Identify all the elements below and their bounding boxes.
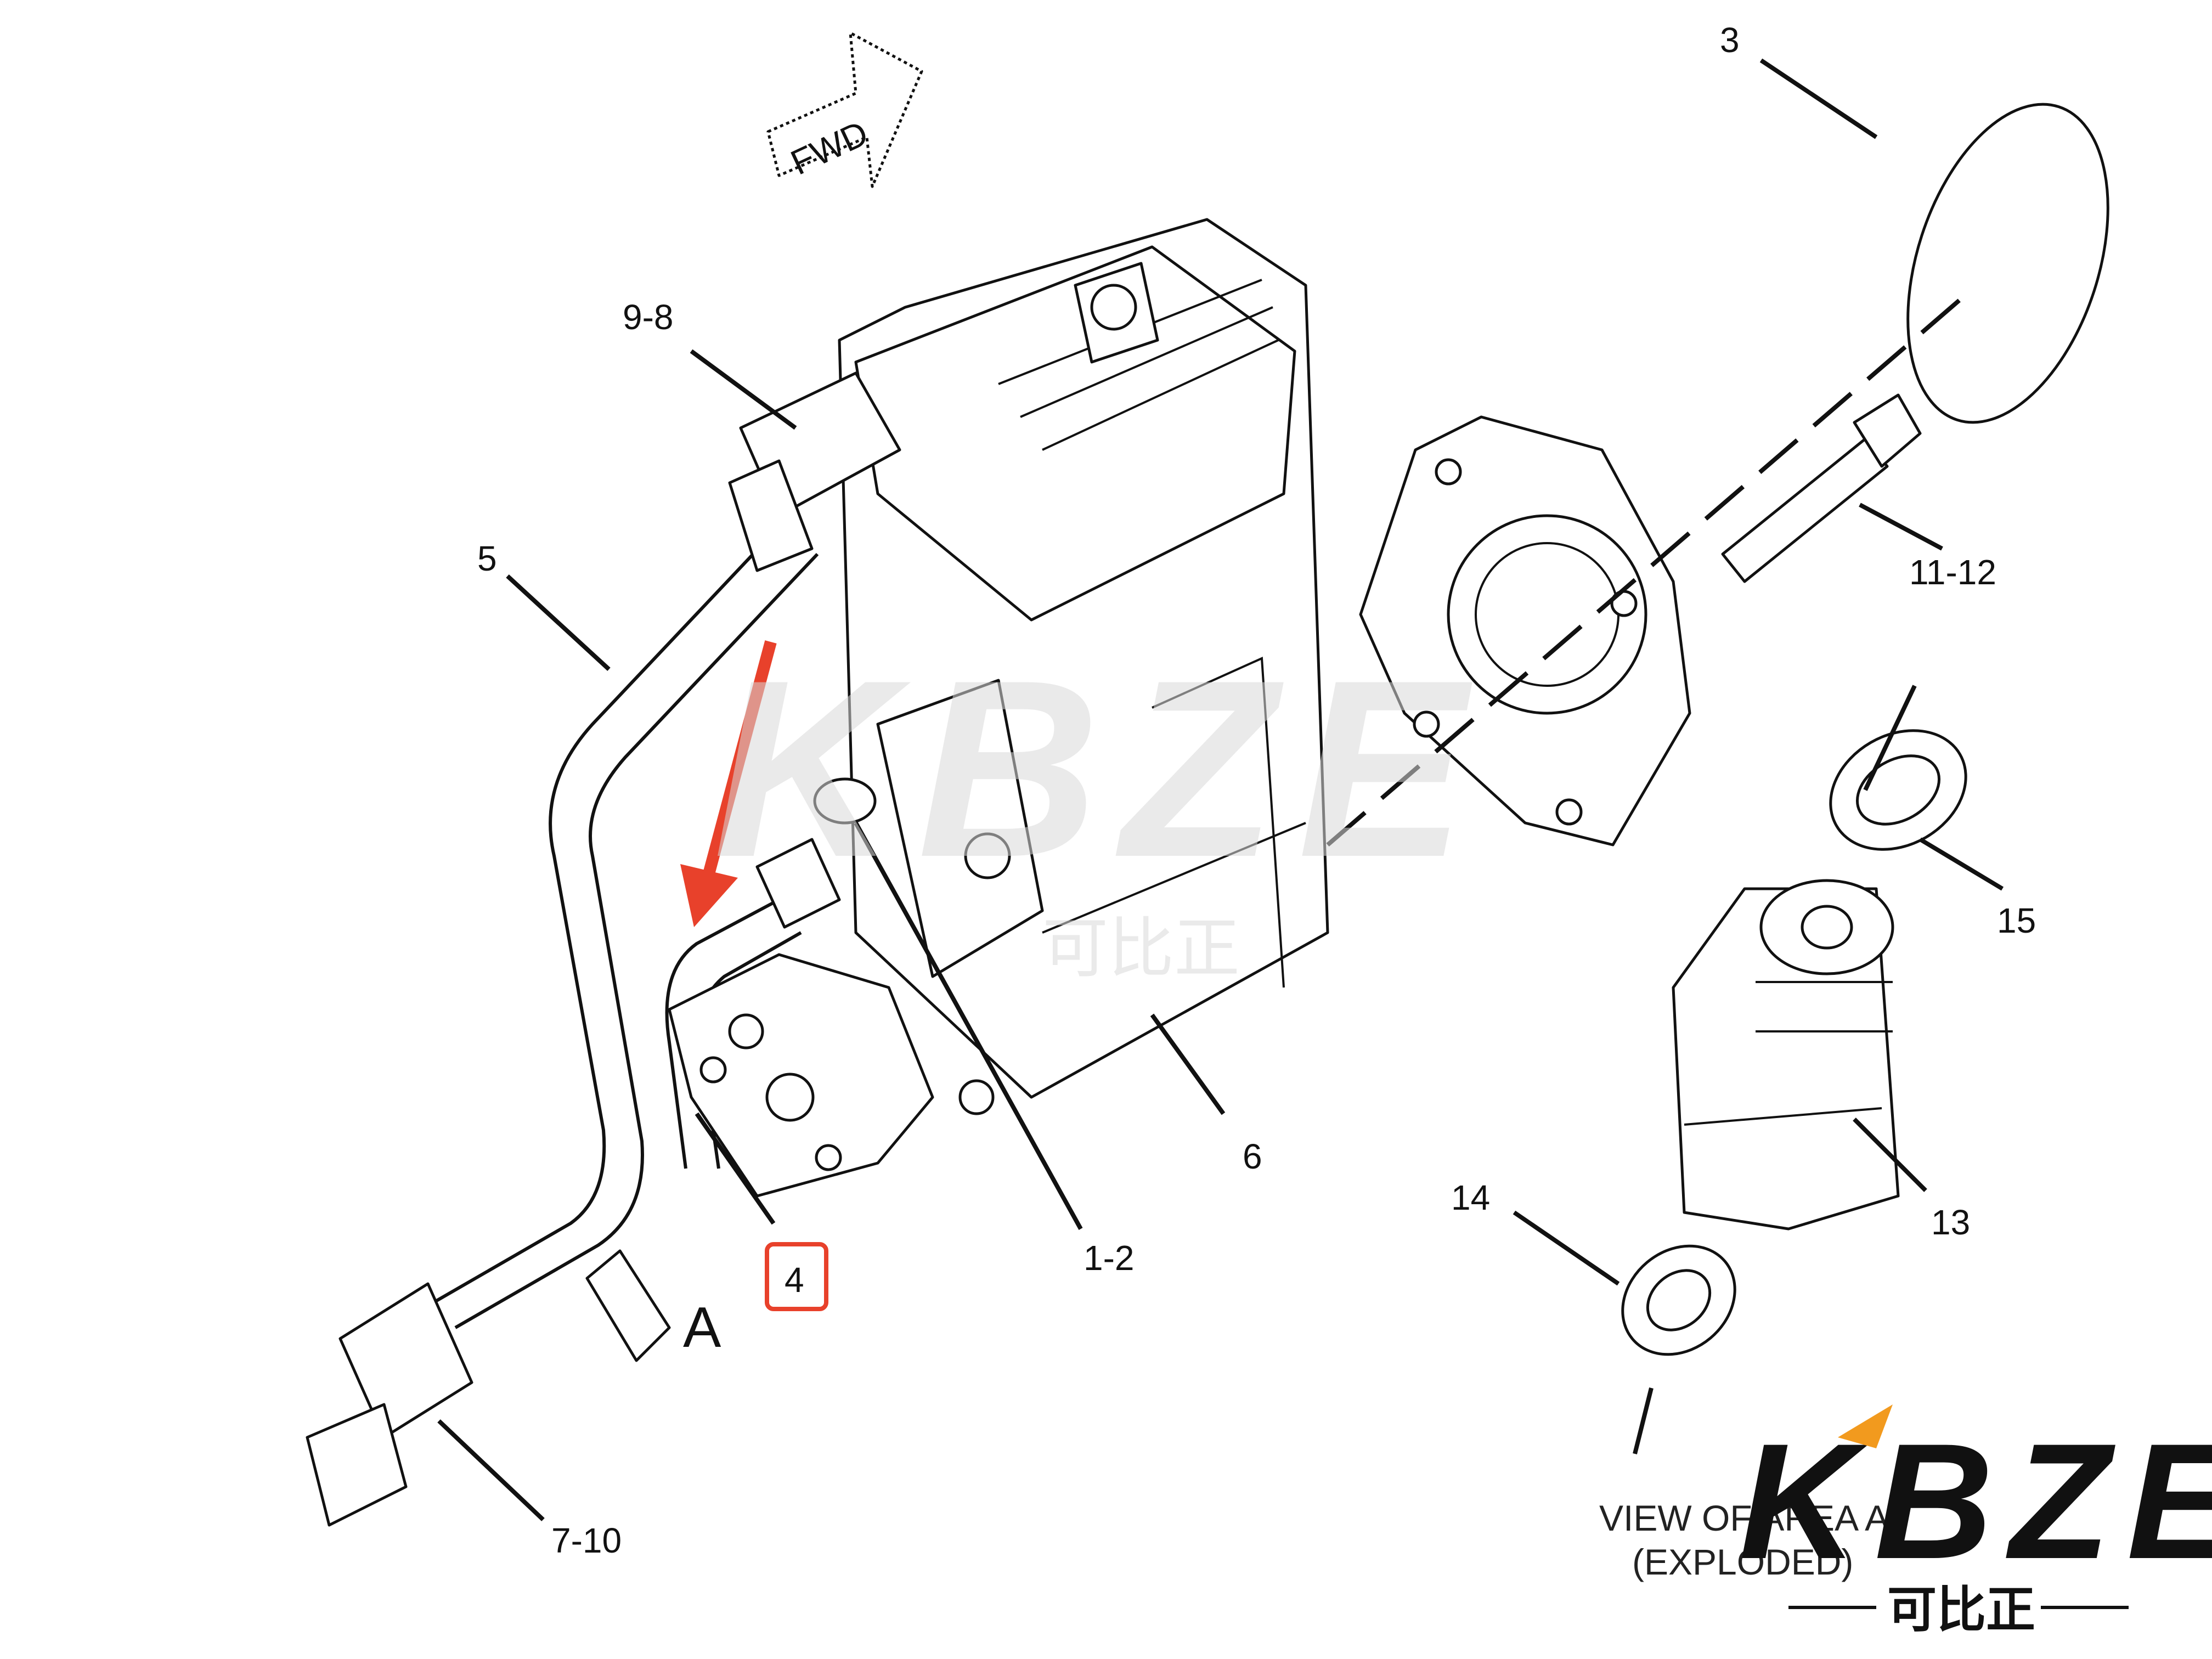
callout-15: 15 — [1997, 901, 2036, 940]
center-watermark: KBZE 可比正 — [713, 628, 1488, 987]
watermark-logo-text: KBZE — [713, 628, 1488, 910]
highlight-arrow — [680, 640, 777, 927]
fuel-tube — [427, 371, 901, 1329]
logo-orange-accent — [1838, 1404, 1893, 1448]
lower-washer — [1621, 1244, 1736, 1356]
brand-logo: KBZE 可比正 — [1739, 1404, 2212, 1639]
callout-11-12: 11-12 — [1909, 552, 1996, 592]
brand-chinese-text: 可比正 — [1887, 1581, 2035, 1639]
forward-direction-arrow: FWD — [766, 31, 923, 188]
fitting — [1672, 879, 1900, 1231]
flange-tube — [585, 838, 934, 1362]
brand-logo-text: KBZE — [1739, 1409, 2212, 1593]
callout-13: 13 — [1931, 1203, 1970, 1242]
callout-9-8: 9-8 — [623, 297, 674, 337]
view-caption-line1: VIEW OF AREA A — [1599, 1498, 1889, 1538]
mounting-flange — [1359, 415, 1691, 847]
callout-14: 14 — [1451, 1178, 1490, 1217]
callout-7-10: 7-10 — [551, 1521, 622, 1560]
o-ring — [1906, 103, 2109, 424]
callout-1-2: 1-2 — [1084, 1238, 1135, 1278]
callout-6: 6 — [1243, 1137, 1262, 1176]
elbow-fitting — [306, 1282, 473, 1527]
mounting-bolt — [1721, 393, 1922, 583]
leader-lines — [437, 58, 2004, 1521]
view-caption-line2: (EXPLODED) — [1632, 1542, 1853, 1582]
callout-5: 5 — [477, 539, 497, 578]
watermark-chinese-text: 可比正 — [1042, 911, 1240, 987]
plug — [813, 777, 877, 825]
callout-4-highlight — [765, 1242, 828, 1311]
area-a-label: A — [683, 1296, 721, 1359]
upper-washer — [1829, 729, 1967, 851]
callout-3: 3 — [1720, 20, 1740, 60]
pump-body — [838, 218, 1329, 1115]
callout-4: 4 — [785, 1260, 804, 1300]
